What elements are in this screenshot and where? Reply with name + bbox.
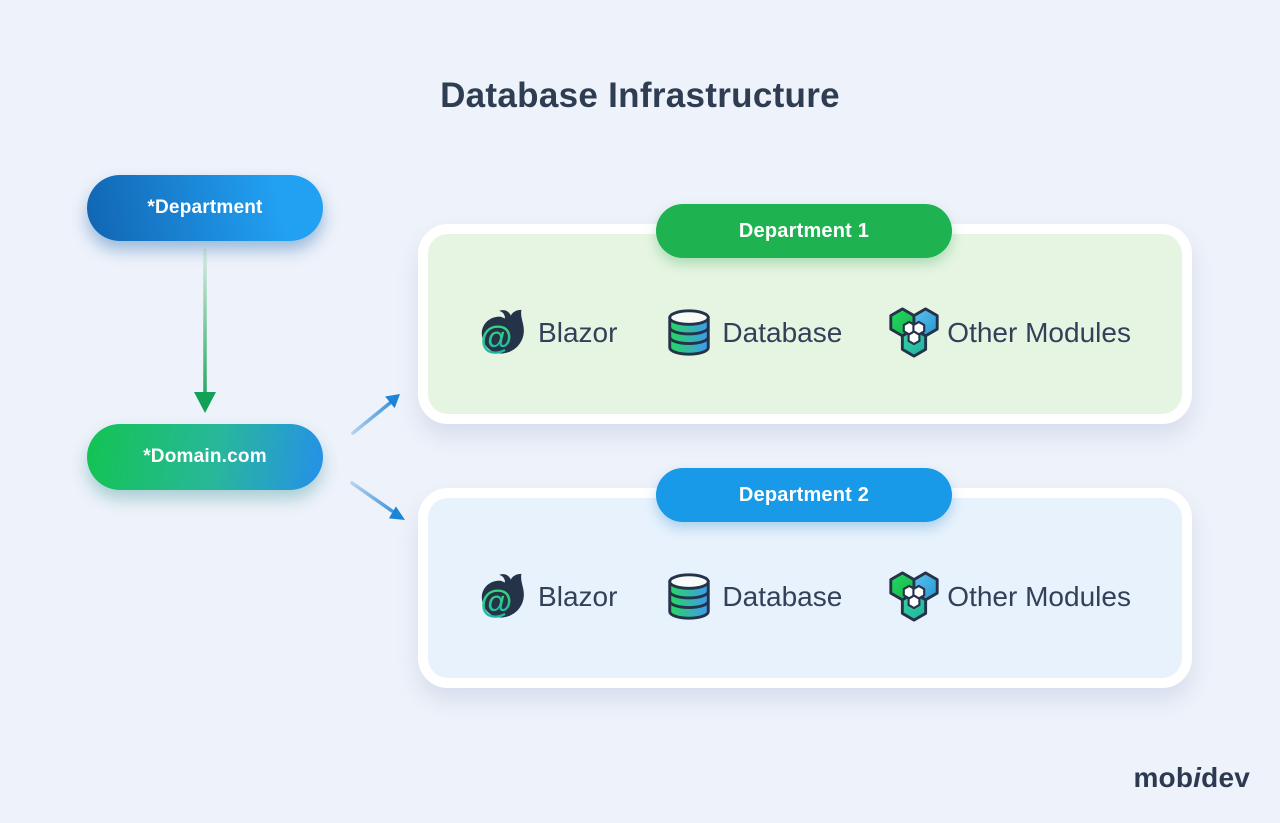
green-flow-arrow [194,248,216,413]
department-node-label: *Department [147,197,263,218]
module-blazor: Blazor [479,571,617,623]
module-other-modules: Other Modules [888,307,1131,359]
module-label: Blazor [538,581,618,612]
module-database: Database [663,571,842,623]
blazor-icon [479,571,531,623]
department-node: *Department [87,175,323,241]
module-label: Blazor [538,317,618,348]
department-1-badge: Department 1 [656,204,952,258]
module-label: Other Modules [947,581,1131,612]
modules-icon [888,307,940,359]
department-1-modules: Blazor Database Other Modules [428,234,1182,414]
blue-arrow-to-dept2 [350,481,405,520]
module-label: Other Modules [947,317,1131,348]
mobidev-logo: mobidev [1133,762,1250,794]
logo-part-i: i [1193,762,1202,793]
department-2-modules: Blazor Database Other Modules [428,498,1182,678]
domain-node-label: *Domain.com [143,446,267,467]
module-label: Database [722,317,843,348]
department-1-panel: Blazor Database Other Modules [418,224,1192,424]
department-1-badge-label: Department 1 [738,219,870,242]
blue-arrow-to-dept1 [351,394,400,435]
logo-part-dev: dev [1201,762,1250,793]
database-icon [663,571,715,623]
module-database: Database [663,307,842,359]
module-blazor: Blazor [479,307,617,359]
module-label: Database [722,581,843,612]
page-title: Database Infrastructure [440,76,840,115]
database-icon [663,307,715,359]
department-2-badge: Department 2 [656,468,952,522]
blazor-icon [479,307,531,359]
logo-part-mob: mob [1133,762,1194,793]
modules-icon [888,571,940,623]
module-other-modules: Other Modules [888,571,1131,623]
department-2-badge-label: Department 2 [738,483,870,506]
domain-node: *Domain.com [87,424,323,490]
